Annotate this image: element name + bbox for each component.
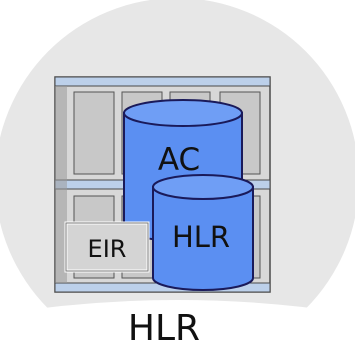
eir-box: EIR — [64, 221, 150, 273]
caption-label: HLR — [128, 308, 200, 348]
hlr-database-cylinder: HLR — [152, 174, 254, 291]
hlr-db-label: HLR — [172, 220, 230, 254]
eir-label: EIR — [88, 235, 127, 263]
ac-label: AC — [158, 142, 200, 178]
